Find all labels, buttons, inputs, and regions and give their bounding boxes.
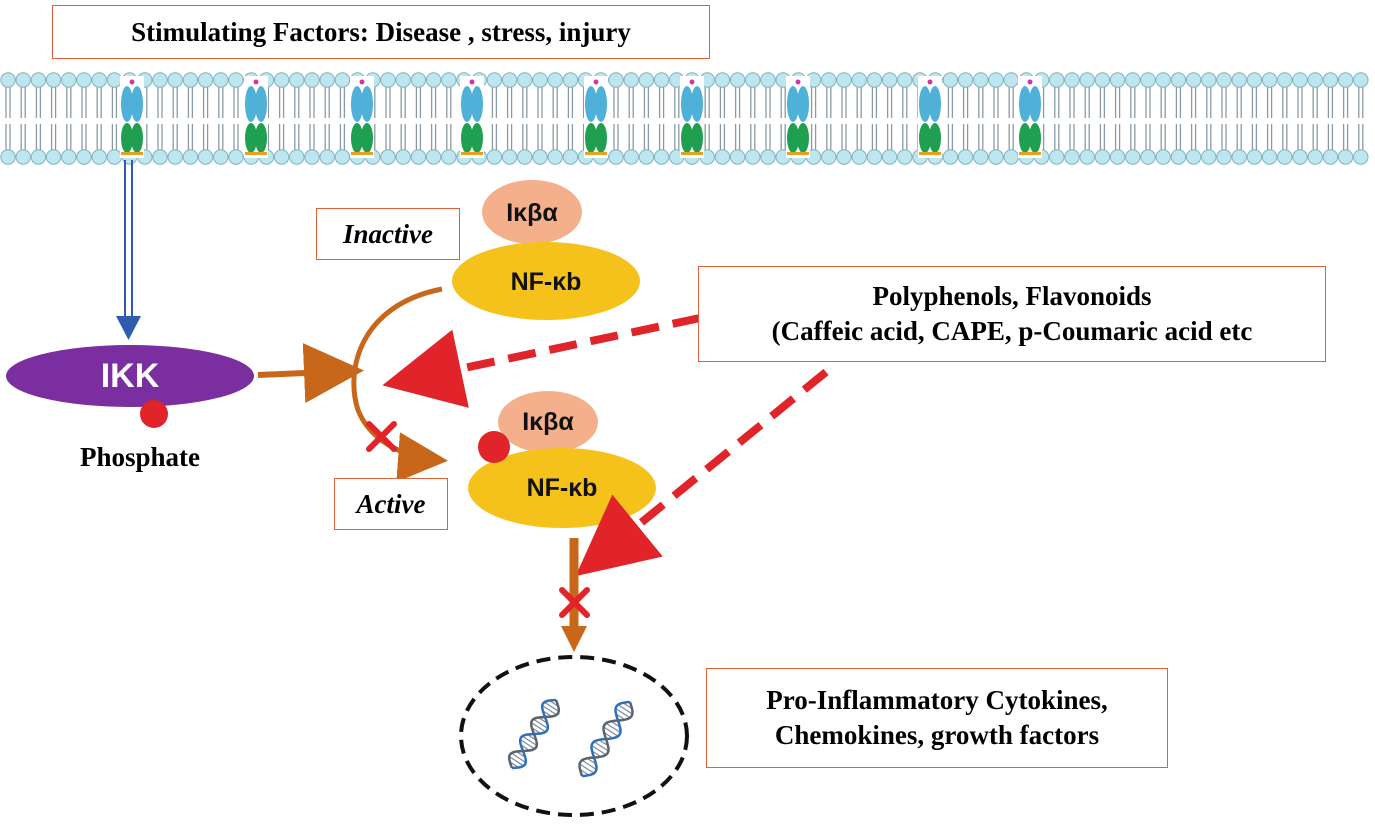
phosphate-label: Phosphate (79, 442, 201, 472)
receptor-protein (918, 76, 942, 158)
inhibitor-line-1: Polyphenols, Flavonoids (872, 281, 1152, 311)
stimulus-label: Stimulating Factors: Disease , stress, i… (131, 16, 631, 47)
receptor-protein (244, 76, 268, 158)
receptor-protein (460, 76, 484, 158)
inactive-ikba-label: Iκβα (506, 198, 558, 227)
outputs-line-2: Chemokines, growth factors (774, 720, 1100, 750)
dna-helix-icon (578, 700, 634, 778)
conversion-block-x (366, 421, 397, 452)
active-state-label: Active (356, 488, 426, 519)
ikk-phosphate-dot (140, 400, 168, 428)
inactive-nfkb-oval (452, 242, 640, 320)
ikk-oval (6, 345, 254, 407)
ikk-activation-arrow (257, 343, 364, 404)
receptor-protein (786, 76, 810, 158)
receptor-protein (120, 76, 144, 158)
stimulus-label-box: Stimulating Factors: Disease , stress, i… (52, 5, 710, 59)
ikk-label: IKK (100, 356, 160, 395)
dna-helix-icons (507, 698, 634, 778)
receptor-protein (350, 76, 374, 158)
inhibitor-box: Polyphenols, Flavonoids (Caffeic acid, C… (698, 266, 1326, 362)
inhibitor-line-2: (Caffeic acid, CAPE, p-Coumaric acid etc (771, 316, 1253, 346)
outputs-box: Pro-Inflammatory Cytokines, Chemokines, … (706, 668, 1168, 768)
active-ikba-oval (498, 391, 598, 453)
active-state-box: Active (334, 478, 448, 530)
inactive-nfkb-label: NF-κb (510, 267, 582, 296)
inactive-state-label: Inactive (343, 218, 433, 249)
outputs-line-1: Pro-Inflammatory Cytokines, (766, 685, 1108, 715)
nfkb-to-nucleus-arrowhead (561, 626, 587, 652)
nucleus-dashed-oval (459, 655, 689, 817)
inhibition-arrow-upper (382, 314, 701, 408)
active-ikba-label: Iκβα (522, 407, 574, 436)
dna-helix-icon (507, 698, 561, 770)
signal-arrow (116, 160, 141, 340)
inhibition-arrow-lower (575, 368, 829, 577)
conversion-arrow (351, 286, 448, 483)
active-phosphate-dot (478, 431, 510, 463)
active-nfkb-label: NF-κb (526, 473, 598, 502)
receptor-protein (1018, 76, 1042, 158)
inactive-ikba-oval (482, 180, 582, 244)
membrane-receptors (120, 76, 1042, 158)
receptor-protein (680, 76, 704, 158)
inactive-state-box: Inactive (316, 208, 460, 260)
transcription-block-x (559, 587, 590, 618)
receptor-protein (584, 76, 608, 158)
